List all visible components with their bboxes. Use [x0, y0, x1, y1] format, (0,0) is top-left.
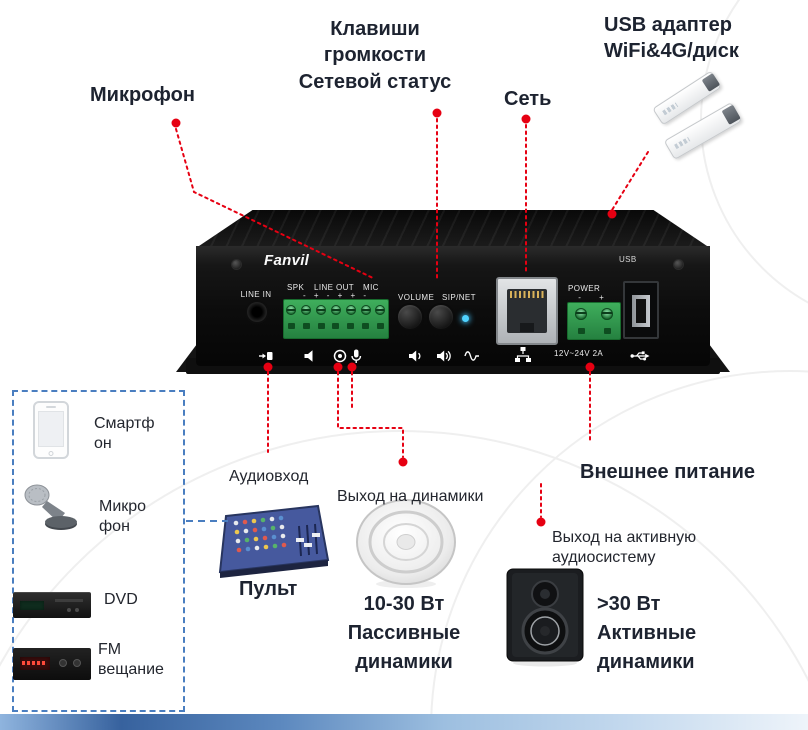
- terminal-hole: [317, 323, 325, 329]
- usb-icon: [630, 351, 650, 361]
- device-top-face: [196, 210, 710, 248]
- callout-usb-adapter: USB адаптер WiFi&4G/диск: [604, 14, 739, 63]
- terminal-hole: [287, 323, 295, 329]
- dvd-display: [20, 601, 44, 610]
- panel-screw: [674, 260, 683, 269]
- ethernet-port: [496, 277, 558, 345]
- ethernet-pins: [510, 291, 544, 298]
- power-terminal-block: [567, 302, 621, 340]
- terminal-hole: [603, 328, 611, 334]
- terminal-screw: [301, 305, 312, 315]
- callout-microphone: Микрофон: [90, 84, 195, 106]
- terminal-screw: [360, 305, 371, 315]
- fm-knob: [59, 659, 67, 667]
- callout-volume-network-status: Клавиши громкости Сетевой статус: [298, 18, 452, 93]
- fm-knob: [73, 659, 81, 667]
- line-out-label: LINE OUT: [314, 283, 355, 292]
- source-label-dvd: DVD: [104, 591, 138, 608]
- callout-network: Сеть: [504, 88, 552, 110]
- terminal-screw: [316, 305, 327, 315]
- usb-port: [623, 281, 659, 339]
- label-console: Пульт: [239, 578, 298, 600]
- usb-dongle-logo: [662, 102, 679, 116]
- network-status-led: [462, 315, 469, 322]
- mic-label: MIC: [363, 283, 379, 292]
- volume-label: VOLUME: [398, 293, 435, 302]
- speaker-loud-icon: [437, 350, 451, 362]
- fm-receiver-image: [13, 648, 91, 680]
- panel-screw: [232, 260, 241, 269]
- label-passive-speakers: 10-30 Вт Пассивные динамики: [347, 593, 461, 673]
- terminal-hole: [302, 323, 310, 329]
- fanvil-gateway-device: Fanvil LINE IN SPK LINE OUT MIC - + - + …: [176, 208, 730, 376]
- volume-button: [429, 305, 453, 329]
- phone-speaker: [46, 406, 56, 408]
- brand-logo: Fanvil: [264, 252, 310, 269]
- speaker-icon: [304, 350, 313, 362]
- terminal-screw: [345, 305, 356, 315]
- audio-sources-box: [12, 390, 185, 712]
- terminal-hole: [577, 328, 585, 334]
- callout-speaker-output: Выход на динамики: [337, 488, 484, 505]
- callout-active-output: Выход на активную аудиосистему: [552, 529, 697, 567]
- phone-home-button: [48, 451, 54, 456]
- terminal-polarity-label: - + - + + -: [302, 291, 370, 300]
- fm-display: [20, 657, 50, 670]
- network-icon: [515, 347, 531, 362]
- usb-label: USB: [619, 255, 637, 264]
- terminal-screw: [375, 305, 386, 315]
- audio-in-icon: [259, 352, 273, 360]
- line-in-label: LINE IN: [240, 290, 272, 299]
- usb-dongle-logo: [674, 136, 691, 150]
- power-label: POWER: [568, 284, 601, 293]
- terminal-hole: [347, 323, 355, 329]
- active-speaker-image: [506, 568, 584, 667]
- terminal-screw: [601, 308, 613, 320]
- power-polarity-label: - +: [578, 293, 612, 302]
- dvd-button: [67, 608, 71, 612]
- sip-net-label: SIP/NET: [442, 293, 476, 302]
- audio-wave-icon: [464, 351, 479, 361]
- connector-usb: [611, 151, 649, 211]
- ethernet-tab: [520, 323, 534, 332]
- terminal-screw: [286, 305, 297, 315]
- source-label-smartphone: Смартф он: [94, 415, 155, 453]
- speaker-terminal-block: [283, 299, 389, 339]
- dvd-tray: [55, 599, 83, 602]
- terminal-screw: [575, 308, 587, 320]
- voltage-label: 12V~24V 2A: [554, 349, 604, 358]
- phone-screen: [38, 411, 64, 447]
- mixer-console-image: [218, 504, 330, 578]
- speaker-low-icon: [409, 350, 421, 362]
- line-in-jack: [247, 302, 267, 322]
- dvd-button: [75, 608, 79, 612]
- label-active-speakers: >30 Вт Активные динамики: [597, 593, 697, 673]
- terminal-hole: [362, 323, 370, 329]
- callout-external-power: Внешнее питание: [580, 461, 755, 483]
- mic-icon: [351, 349, 362, 363]
- bottom-decoration-bar: [0, 714, 808, 730]
- desk-microphone-image: [24, 484, 77, 530]
- spk-label: SPK: [287, 283, 305, 292]
- decor-arc-1: [0, 430, 808, 730]
- smartphone-image: [33, 401, 69, 459]
- callout-audio-input: Аудиовход: [229, 468, 309, 485]
- dvd-player-image: [13, 592, 91, 618]
- ceiling-speaker-image: [356, 499, 456, 588]
- source-label-microphone: Микро фон: [99, 498, 147, 536]
- record-icon: [333, 349, 347, 363]
- terminal-hole: [376, 323, 384, 329]
- terminal-screw: [330, 305, 341, 315]
- source-label-fm: FM вещание: [98, 641, 164, 679]
- terminal-hole: [332, 323, 340, 329]
- volume-button: [398, 305, 422, 329]
